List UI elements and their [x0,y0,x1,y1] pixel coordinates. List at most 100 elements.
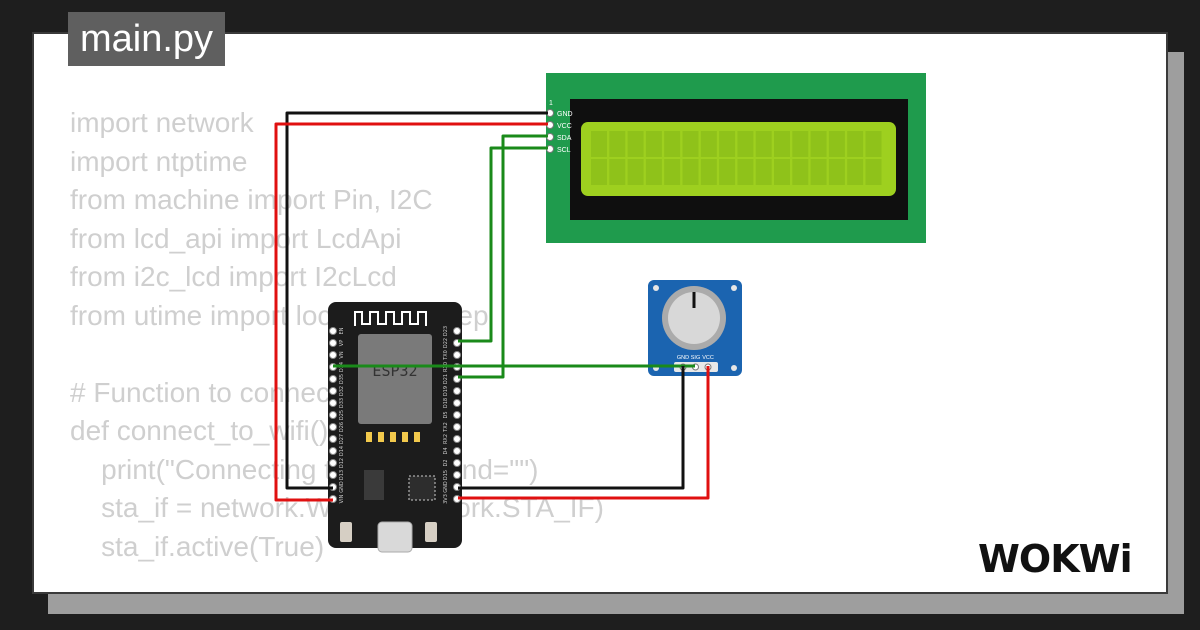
esp32-pin-label: GND [443,481,449,493]
en-button [425,522,437,542]
esp32-pin[interactable] [329,387,337,395]
lcd-char-cell [664,159,681,185]
lcd-pin-label: SDA [557,135,572,142]
lcd-char-cell [591,159,607,185]
esp32-pin-label: VIN [339,494,345,503]
esp32-pin-label: D18 [443,398,449,408]
esp32-pin-label: VP [339,340,345,346]
code-line: import network [70,107,254,138]
esp32-castellations [366,432,420,442]
esp32-pin[interactable] [329,471,337,479]
esp32-regulator [364,470,384,500]
lcd-char-cell [609,159,626,185]
lcd-char-cell [719,131,736,157]
lcd-char-cell [737,131,754,157]
code-line: from i2c_lcd import I2cLcd [70,261,397,292]
esp32-pin-label: RX2 [443,434,449,444]
code-line: def connect_to_wifi(): [70,415,337,446]
esp32-pin-label: D22 [443,338,449,348]
esp32-pin[interactable] [329,459,337,467]
esp32-pin[interactable] [453,411,461,419]
esp32-pin-label: D33 [339,398,345,408]
lcd-char-cell [774,159,790,185]
esp32-pin[interactable] [329,375,337,383]
wire-lcd-vcc [274,122,548,502]
lcd-char-cell [755,131,772,157]
esp32-pin-label: D12 [339,458,345,468]
wire-lcd-gnd [285,111,548,490]
lcd-char-cell [792,131,809,157]
esp32-pin[interactable] [329,339,337,347]
esp32-pin-label: D35 [339,374,345,384]
esp32-module-shield [358,334,432,424]
esp32-pin[interactable] [329,447,337,455]
lcd-pin1-marker: 1 [549,100,553,107]
boot-button [340,522,352,542]
esp32-pin-label: D26 [339,422,345,432]
esp32-pin-label: D19 [443,386,449,396]
esp32-pin-label: D5 [443,411,449,418]
code-line: from lcd_api import LcdApi [70,222,402,254]
lcd-pin-label: GND [557,111,573,118]
lcd-char-cell [682,131,699,157]
esp32-pin-label: D14 [339,446,345,456]
esp32-pin[interactable] [329,423,337,431]
esp32-pin[interactable] [453,471,461,479]
lcd-char-cell [719,159,736,185]
esp32-pin[interactable] [329,399,337,407]
esp32-pin[interactable] [453,459,461,467]
esp32-pin[interactable] [329,435,337,443]
esp32-pin-label: 3V3 [443,494,449,504]
potentiometer-pin-label: SIG [691,355,700,361]
lcd-char-cell [810,131,827,157]
lcd-char-cell [645,131,662,157]
esp32-pin[interactable] [453,351,461,359]
lcd-char-cell [627,131,644,157]
esp32-pin-label: D32 [339,386,345,396]
esp32-pin-label: GND [339,481,345,493]
esp32-pin[interactable] [329,411,337,419]
lcd-char-cell [700,131,717,157]
lcd-char-cell [627,159,644,185]
wire-lcd-scl [458,146,548,343]
code-line: import ntptime [70,145,248,177]
esp32-pin[interactable] [329,327,337,335]
esp32-pin[interactable] [453,387,461,395]
esp32-pin-label: EN [339,327,345,334]
file-name-tab: main.py [68,12,226,66]
esp32-left-header: ENVPVND34D35D32D33D25D26D27D14D12D13GNDV… [329,327,345,503]
lcd-char-cell [810,159,827,185]
esp32-pin[interactable] [453,399,461,407]
lcd-char-cell [755,159,772,185]
wire-pot-gnd [458,366,685,490]
esp32-pin-label: D23 [443,326,449,336]
lcd-char-cell [645,159,662,185]
esp32-pin[interactable] [453,435,461,443]
esp32-pin-label: D13 [339,470,345,480]
potentiometer-pin-label: GND [677,355,689,361]
esp32-pin[interactable] [329,351,337,359]
esp32-board[interactable]: ESP32 ENVPVND34D35D32D33D25D26D27D14D12D… [328,302,462,553]
usb-connector [377,521,413,553]
lcd-char-cell [865,159,882,185]
lcd-char-cell [792,159,809,185]
lcd-char-cell [737,159,754,185]
esp32-pin[interactable] [453,447,461,455]
esp32-pin[interactable] [453,327,461,335]
lcd-char-cell [591,131,607,157]
lcd-char-cell [774,131,790,157]
lcd-char-cell [682,159,699,185]
lcd-pin-label: SCL [557,147,571,154]
esp32-pin-label: TX0 [443,350,449,361]
esp32-pin-label: D15 [443,470,449,480]
esp32-pin[interactable] [453,423,461,431]
esp32-pin-label: TX2 [443,422,449,433]
lcd-character-grid [591,131,882,185]
esp32-usb-chip [408,475,436,501]
code-line: sta_if.active(True) [70,530,325,562]
wokwi-logo: WOKWi [978,537,1133,581]
